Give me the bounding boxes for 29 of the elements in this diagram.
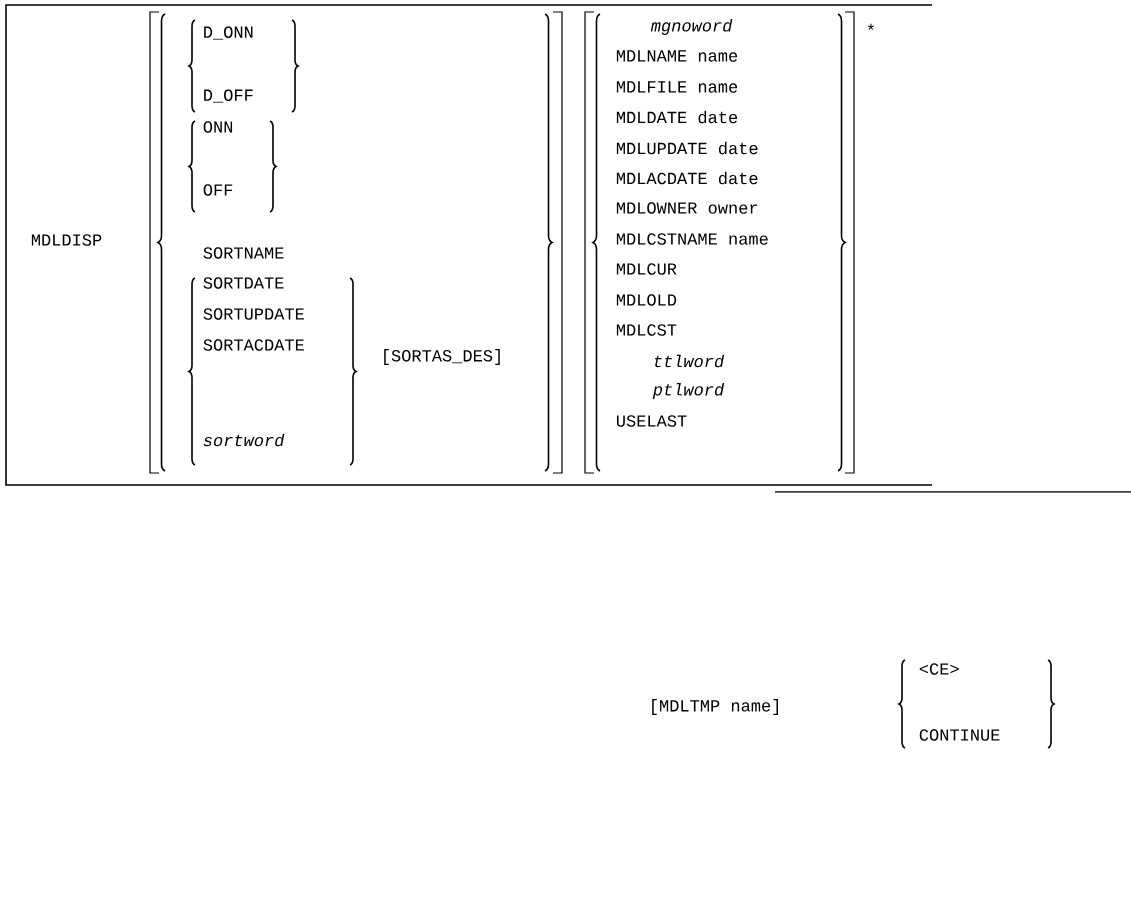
keyword: SORTACDATE xyxy=(203,339,304,351)
keyword: MDLCST xyxy=(616,324,677,336)
optional-keyword: [SORTAS_DES] xyxy=(384,349,500,365)
keyword: CONTINUE xyxy=(919,729,1000,741)
repeat-mark: * xyxy=(867,23,874,30)
keyword: D_ONN xyxy=(204,26,253,40)
keyword: MDLDATE date xyxy=(616,110,738,124)
keyword: MDLUPDATE date xyxy=(616,141,758,155)
keyword: OFF xyxy=(203,184,233,196)
keyword: MDLOWNER owner xyxy=(616,202,758,214)
keyword: SORTNAME xyxy=(203,247,284,259)
keyword: MDLNAME name xyxy=(616,50,738,62)
placeholder-word: sortword xyxy=(203,433,285,447)
keyword: SORTDATE xyxy=(203,277,284,289)
keyword: MDLACDATE date xyxy=(616,171,758,185)
placeholder-word: mgnoword xyxy=(650,19,733,35)
keyword: D_OFF xyxy=(204,89,253,103)
keyword: MDLDISP xyxy=(31,234,102,246)
optional-keyword: [MDLTMP name] xyxy=(652,699,778,715)
keyword: ONN xyxy=(203,121,233,133)
placeholder-word: ptlword xyxy=(652,383,725,399)
keyword: <CE> xyxy=(919,663,959,675)
keyword: MDLOLD xyxy=(616,294,677,306)
placeholder-word: ttlword xyxy=(655,354,725,368)
keyword: SORTUPDATE xyxy=(203,308,304,320)
keyword: MDLFILE name xyxy=(616,81,738,93)
keyword: USELAST xyxy=(617,415,687,427)
keyword: MDLCSTNAME name xyxy=(616,233,768,245)
keyword: MDLCUR xyxy=(616,263,677,275)
